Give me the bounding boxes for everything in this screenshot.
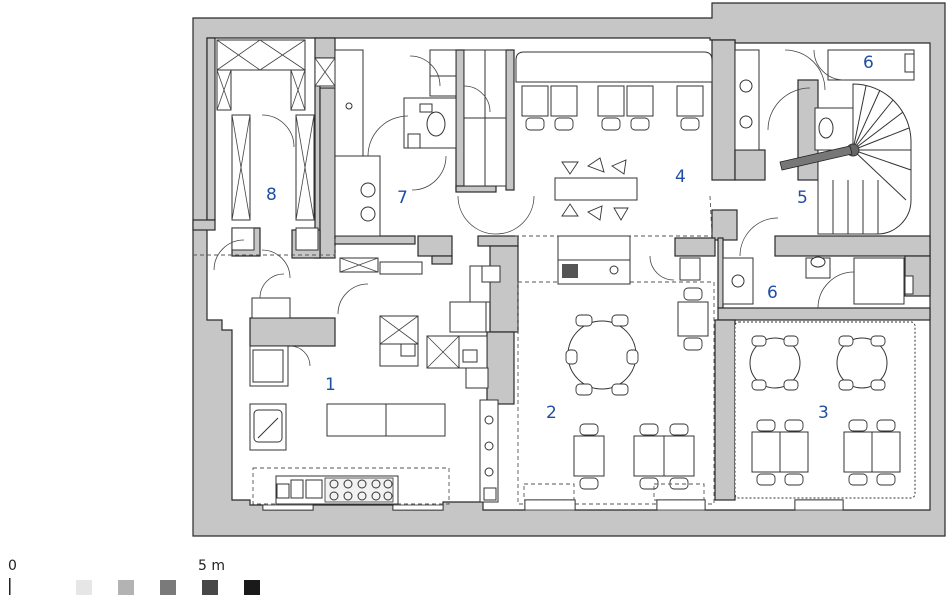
scale-segment-1: [76, 580, 92, 595]
room-3-furniture: [734, 321, 916, 499]
scale-segment-3: [160, 580, 176, 595]
scale-segment-2: [118, 580, 134, 595]
room-4-furniture: [515, 51, 713, 221]
stair-treads: [832, 85, 912, 234]
room-label-2: 2: [546, 403, 557, 423]
room-label-3: 3: [818, 403, 829, 423]
stove-burners: [324, 477, 394, 503]
scale-start-label: 0: [8, 558, 17, 574]
scale-bar: 0 5 m: [8, 558, 260, 595]
room-labels: 1 2 3 4 5 6 6 7 8: [266, 53, 874, 423]
room-5-furniture: [734, 49, 915, 235]
windows: [262, 499, 844, 511]
room-6-lower-furniture: [722, 217, 914, 309]
room-7-furniture: [314, 49, 535, 237]
room-1-furniture: [249, 257, 501, 505]
room-label-7: 7: [397, 188, 408, 208]
room-2-furniture: [523, 235, 709, 501]
room-label-1: 1: [325, 375, 336, 395]
room-label-6-upper: 6: [863, 53, 874, 73]
room-label-8: 8: [266, 185, 277, 205]
scale-end-label: 5 m: [198, 558, 225, 574]
room-8-furniture: [213, 39, 319, 279]
scale-segment-5: [244, 580, 260, 595]
scale-segments: [76, 580, 260, 595]
room-label-5: 5: [797, 188, 808, 208]
room-label-4: 4: [675, 167, 686, 187]
room-label-6-lower: 6: [767, 283, 778, 303]
scale-segment-4: [202, 580, 218, 595]
